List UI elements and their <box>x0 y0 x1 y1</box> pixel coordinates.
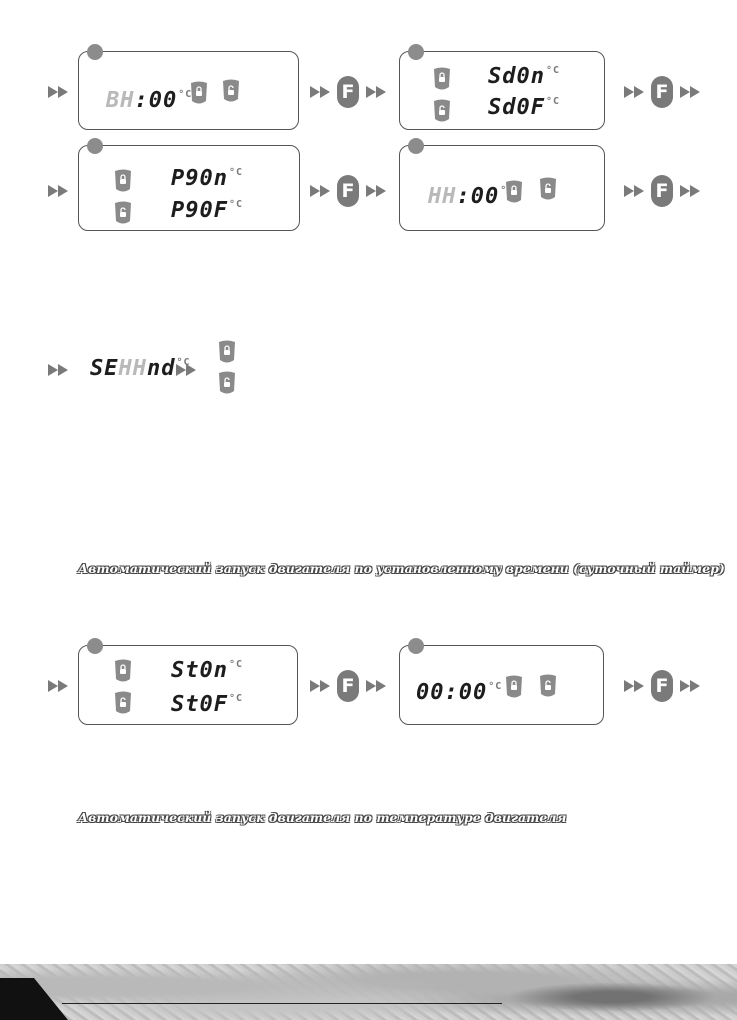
lcd-display-7: 00:00°C <box>416 680 503 705</box>
double-right-arrow-icon <box>48 185 70 197</box>
f-button-icon: F <box>651 670 673 702</box>
lcd-on-line: Sd0n°C <box>488 64 561 89</box>
lcd-off-line: St0F°C <box>171 692 244 717</box>
double-right-arrow-icon <box>366 680 388 692</box>
unlock-key-fob-icon <box>113 200 133 226</box>
footer-decoration <box>507 982 717 1012</box>
step-marker <box>408 138 424 154</box>
footer-rule <box>62 1003 502 1004</box>
unlock-key-fob-icon <box>432 98 452 124</box>
lcd-panel-2: Sd0n°C Sd0F°C <box>399 44 605 130</box>
lock-key-fob-icon <box>113 168 133 194</box>
double-right-arrow-icon <box>176 364 198 376</box>
lcd-display-1: BH:00°C <box>106 90 192 112</box>
lcd-on-line: P90n°C <box>171 166 244 191</box>
step-marker <box>408 44 424 60</box>
double-right-arrow-icon <box>366 185 388 197</box>
lcd-panel-3: P90n°C P90F°C <box>78 138 300 231</box>
step-marker <box>87 638 103 654</box>
lock-key-fob-icon <box>113 658 133 684</box>
lock-key-fob-icon <box>504 674 524 700</box>
double-right-arrow-icon <box>624 185 646 197</box>
step-marker <box>408 638 424 654</box>
lcd-ghost-digits: HH <box>428 184 457 209</box>
double-right-arrow-icon <box>310 86 332 98</box>
f-button-icon: F <box>651 175 673 207</box>
page-footer <box>0 964 737 1020</box>
lcd-panel-1: BH:00°C <box>78 44 299 130</box>
step-marker <box>87 138 103 154</box>
lock-key-fob-icon <box>189 80 209 106</box>
f-button-icon: F <box>651 76 673 108</box>
lcd-display-4: HH:00°C <box>428 186 514 208</box>
double-right-arrow-icon <box>48 364 70 376</box>
double-right-arrow-icon <box>48 86 70 98</box>
lcd-off-line: P90F°C <box>171 198 244 223</box>
lcd-separator: : <box>134 88 149 113</box>
unlock-key-fob-icon <box>538 176 558 202</box>
lock-key-fob-icon <box>432 66 452 92</box>
f-button-icon: F <box>337 670 359 702</box>
section-heading-timer: Автоматический запуск двигателя по устан… <box>78 561 725 576</box>
lcd-digits: 00 <box>470 184 500 209</box>
double-right-arrow-icon <box>624 86 646 98</box>
unlock-key-fob-icon <box>221 78 241 104</box>
lcd-ghost-digits: BH <box>106 88 135 113</box>
double-right-arrow-icon <box>680 680 702 692</box>
double-right-arrow-icon <box>680 185 702 197</box>
unlock-key-fob-icon <box>113 690 133 716</box>
double-right-arrow-icon <box>310 185 332 197</box>
lcd-panel-7: 00:00°C <box>399 638 604 725</box>
lcd-off-line: Sd0F°C <box>488 95 561 120</box>
page-number-tab <box>0 978 68 1020</box>
lcd-panel-6: St0n°C St0F°C <box>78 638 298 725</box>
unlock-key-fob-icon <box>217 370 237 396</box>
lcd-send-display: SEHHnd°C <box>90 356 191 381</box>
double-right-arrow-icon <box>48 680 70 692</box>
double-right-arrow-icon <box>366 86 388 98</box>
lcd-digits: 00 <box>148 88 178 113</box>
lcd-on-line: St0n°C <box>171 658 244 683</box>
lock-key-fob-icon <box>217 339 237 365</box>
section-heading-temperature: Автоматический запуск двигателя по темпе… <box>78 810 567 825</box>
double-right-arrow-icon <box>680 86 702 98</box>
lcd-panel-4: HH:00°C <box>399 138 605 231</box>
f-button-icon: F <box>337 76 359 108</box>
f-button-icon: F <box>337 175 359 207</box>
lcd-separator: : <box>456 184 471 209</box>
double-right-arrow-icon <box>624 680 646 692</box>
step-marker <box>87 44 103 60</box>
double-right-arrow-icon <box>310 680 332 692</box>
lock-key-fob-icon <box>504 179 524 205</box>
degree-unit: °C <box>178 89 193 100</box>
unlock-key-fob-icon <box>538 673 558 699</box>
